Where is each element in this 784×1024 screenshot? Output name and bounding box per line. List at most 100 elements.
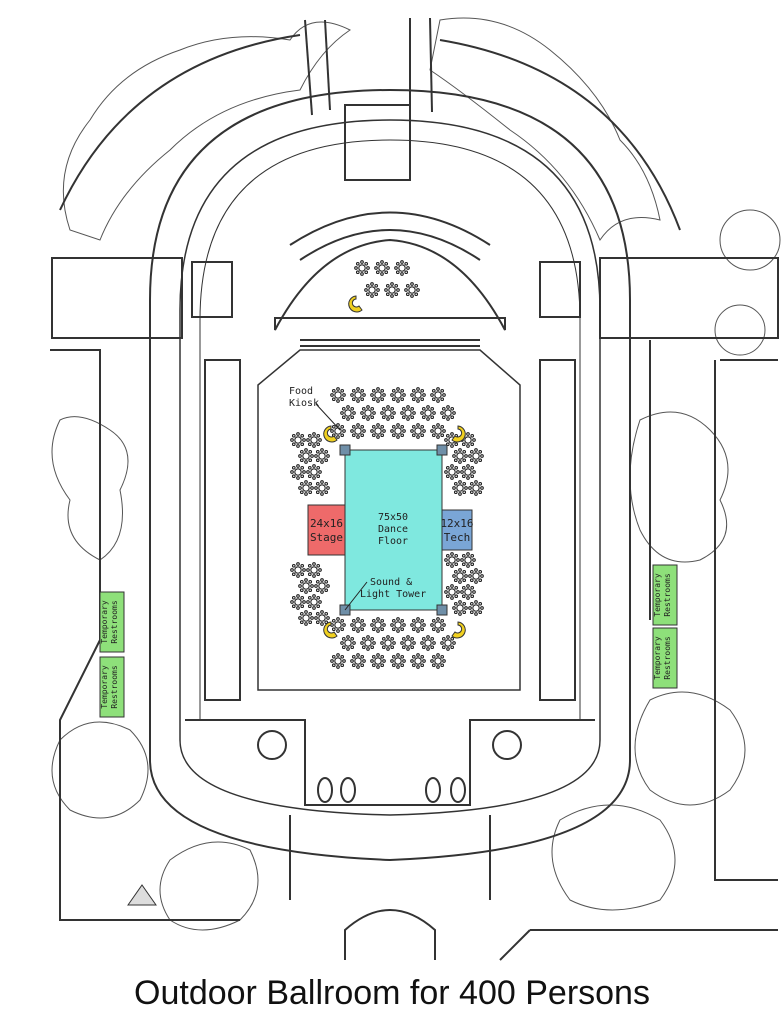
- round-table: [444, 464, 460, 480]
- north-path: [429, 17, 433, 113]
- round-table: [410, 653, 426, 669]
- stage-label: Stage: [310, 531, 343, 544]
- restroom-block: [99, 656, 125, 718]
- round-table: [460, 584, 476, 600]
- north-path: [324, 19, 331, 111]
- round-table: [468, 480, 484, 496]
- round-table: [330, 423, 346, 439]
- round-table: [314, 578, 330, 594]
- tree-canopy: [62, 21, 351, 241]
- food-kiosk-icon: [323, 621, 338, 639]
- round-table: [468, 600, 484, 616]
- tower-marker: [339, 444, 351, 456]
- ring-inner2: [199, 139, 581, 720]
- tree-canopy: [159, 841, 259, 931]
- east-colonnade: [539, 359, 576, 701]
- round-table: [410, 617, 426, 633]
- west-building: [50, 349, 240, 921]
- restroom-block: [652, 627, 678, 689]
- upper-court: [274, 238, 506, 331]
- restroom-label: Temporary: [653, 573, 662, 617]
- tech-booth: [441, 509, 473, 551]
- round-table: [452, 448, 468, 464]
- round-table: [430, 653, 446, 669]
- ring-outer: [149, 88, 631, 862]
- leader-line: [315, 403, 341, 431]
- tree-canopy: [429, 17, 661, 242]
- round-table: [420, 635, 436, 651]
- dance-floor-label: 75x50: [378, 512, 408, 523]
- food-kiosk-icon: [451, 425, 466, 443]
- round-table: [306, 464, 322, 480]
- bench: [450, 777, 466, 803]
- tree-canopy: [51, 721, 149, 819]
- round-table: [430, 617, 446, 633]
- round-table: [400, 405, 416, 421]
- south-gate: [344, 909, 436, 960]
- tree-canopy: [714, 304, 766, 356]
- round-table: [370, 653, 386, 669]
- restroom-label: Restrooms: [110, 600, 119, 644]
- round-table: [390, 423, 406, 439]
- round-table: [298, 578, 314, 594]
- west-colonnade: [204, 359, 241, 701]
- round-table: [370, 387, 386, 403]
- bench: [317, 777, 333, 803]
- dance-floor: [344, 449, 443, 611]
- tree-canopy: [629, 411, 729, 563]
- round-table: [350, 423, 366, 439]
- round-table: [384, 282, 400, 298]
- east-building: [649, 340, 778, 881]
- round-table: [394, 260, 410, 276]
- round-table: [390, 617, 406, 633]
- round-table: [340, 635, 356, 651]
- round-table: [298, 480, 314, 496]
- north-arrow-icon: [127, 884, 157, 906]
- round-table: [314, 610, 330, 626]
- tech-label: 12x16: [440, 517, 473, 530]
- round-table: [340, 405, 356, 421]
- round-table: [360, 635, 376, 651]
- tree-canopy: [634, 691, 746, 806]
- page-title: Outdoor Ballroom for 400 Persons: [134, 974, 650, 1012]
- tree-canopy: [551, 804, 676, 911]
- round-table: [460, 552, 476, 568]
- restroom-label: Restrooms: [110, 665, 119, 709]
- food-kiosk-icon: [323, 425, 338, 443]
- round-table: [380, 405, 396, 421]
- round-table: [410, 387, 426, 403]
- restroom-label: Temporary: [100, 665, 109, 709]
- round-table: [468, 448, 484, 464]
- round-table: [306, 594, 322, 610]
- round-table: [360, 405, 376, 421]
- tower-marker: [436, 444, 448, 456]
- round-table: [390, 387, 406, 403]
- round-table: [420, 405, 436, 421]
- round-table: [290, 464, 306, 480]
- food-kiosk-icon: [348, 295, 363, 313]
- north-steps: [289, 211, 491, 261]
- round-table: [350, 653, 366, 669]
- dance-floor-label: Floor: [378, 536, 408, 547]
- round-table: [452, 600, 468, 616]
- leader-line: [344, 581, 368, 611]
- table-clusters: [290, 260, 484, 669]
- north-path: [304, 19, 313, 116]
- round-table: [440, 405, 456, 421]
- west-planter: [191, 261, 233, 318]
- round-table: [370, 617, 386, 633]
- south-building: [499, 929, 778, 961]
- restroom-label: Temporary: [100, 600, 109, 644]
- restroom-label: Temporary: [653, 636, 662, 680]
- round-table: [314, 480, 330, 496]
- round-table: [290, 562, 306, 578]
- restroom-label: Restrooms: [663, 573, 672, 617]
- round-table: [306, 562, 322, 578]
- north-pavilion: [344, 104, 411, 181]
- bench: [340, 777, 356, 803]
- plan-labels: Food Kiosk 24x16 Stage 75x50 Dance Floor…: [100, 386, 672, 709]
- stage: [307, 504, 346, 556]
- tower-label: Light Tower: [360, 589, 426, 600]
- round-table: [364, 282, 380, 298]
